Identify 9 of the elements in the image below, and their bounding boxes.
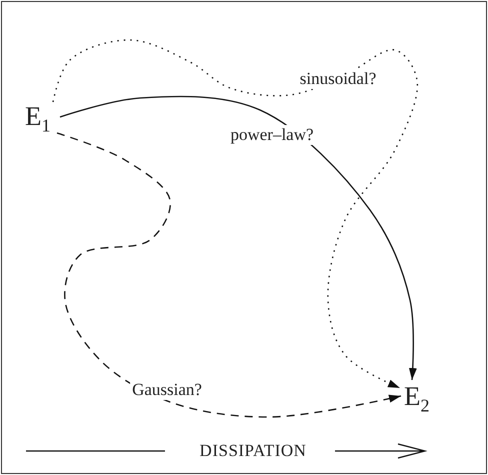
- edge-label: sinusoidal?: [298, 69, 378, 89]
- state-label: E$_{2}$: [404, 383, 430, 414]
- edge-label: Gaussian?: [130, 380, 204, 400]
- arrow: [56, 132, 402, 418]
- edge-label: power–law?: [228, 125, 316, 145]
- arrow: [60, 96, 417, 380]
- arrow: [52, 39, 418, 389]
- axis-label: DISSIPATION: [200, 441, 306, 461]
- state-label: E$_{1}$: [25, 103, 50, 134]
